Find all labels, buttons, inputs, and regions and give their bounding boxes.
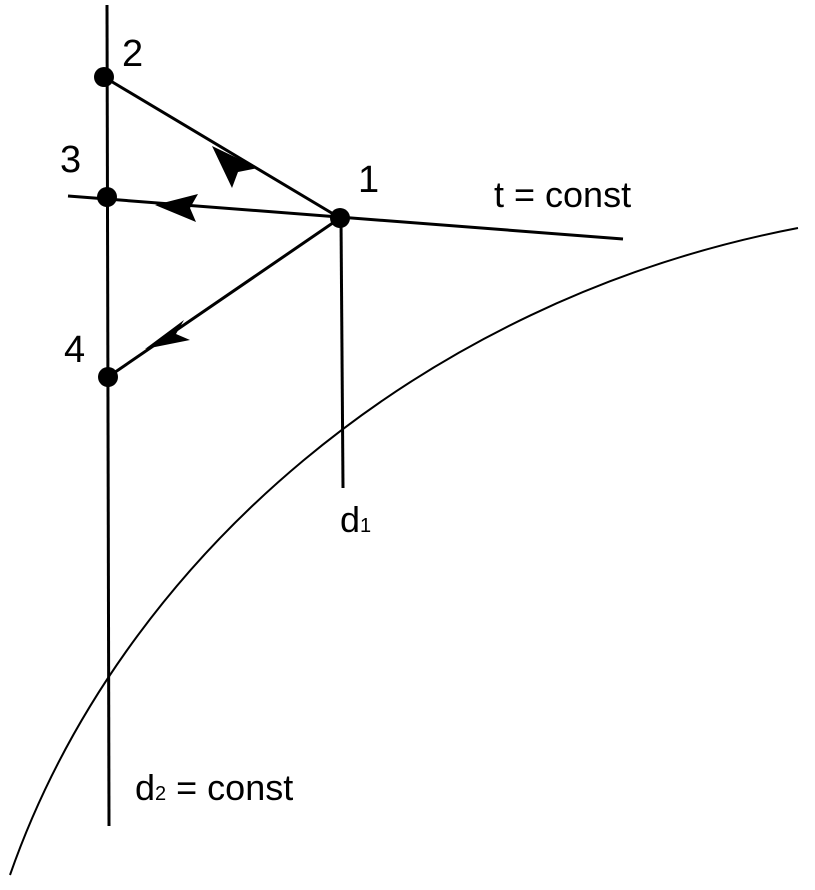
point-2 <box>94 67 114 87</box>
point-label-1: 1 <box>358 159 379 201</box>
arrowhead-toward-3 <box>155 194 198 222</box>
d2-label-rest: = const <box>166 767 293 808</box>
point-3 <box>97 187 117 207</box>
point-1 <box>330 208 350 228</box>
d2-const-label: d2 = const <box>135 767 293 808</box>
point-label-3: 3 <box>60 139 81 181</box>
t-const-label: t = const <box>494 174 631 215</box>
arrowhead-toward-2 <box>212 146 258 188</box>
d1-label: d1 <box>340 499 371 540</box>
d1-line <box>339 217 345 489</box>
d1-label-base: d <box>340 499 360 540</box>
d2-label-sub: 2 <box>155 783 166 805</box>
point-4 <box>98 367 118 387</box>
d1-label-sub: 1 <box>360 515 371 537</box>
segment-1-to-2 <box>103 75 341 220</box>
d2-label-base: d <box>135 767 155 808</box>
point-label-4: 4 <box>64 329 85 371</box>
d2-const-line <box>105 4 111 827</box>
boundary-curve <box>9 227 799 876</box>
arrowhead-toward-4 <box>145 320 190 349</box>
segment-1-to-4 <box>107 216 341 379</box>
point-label-2: 2 <box>122 33 143 75</box>
